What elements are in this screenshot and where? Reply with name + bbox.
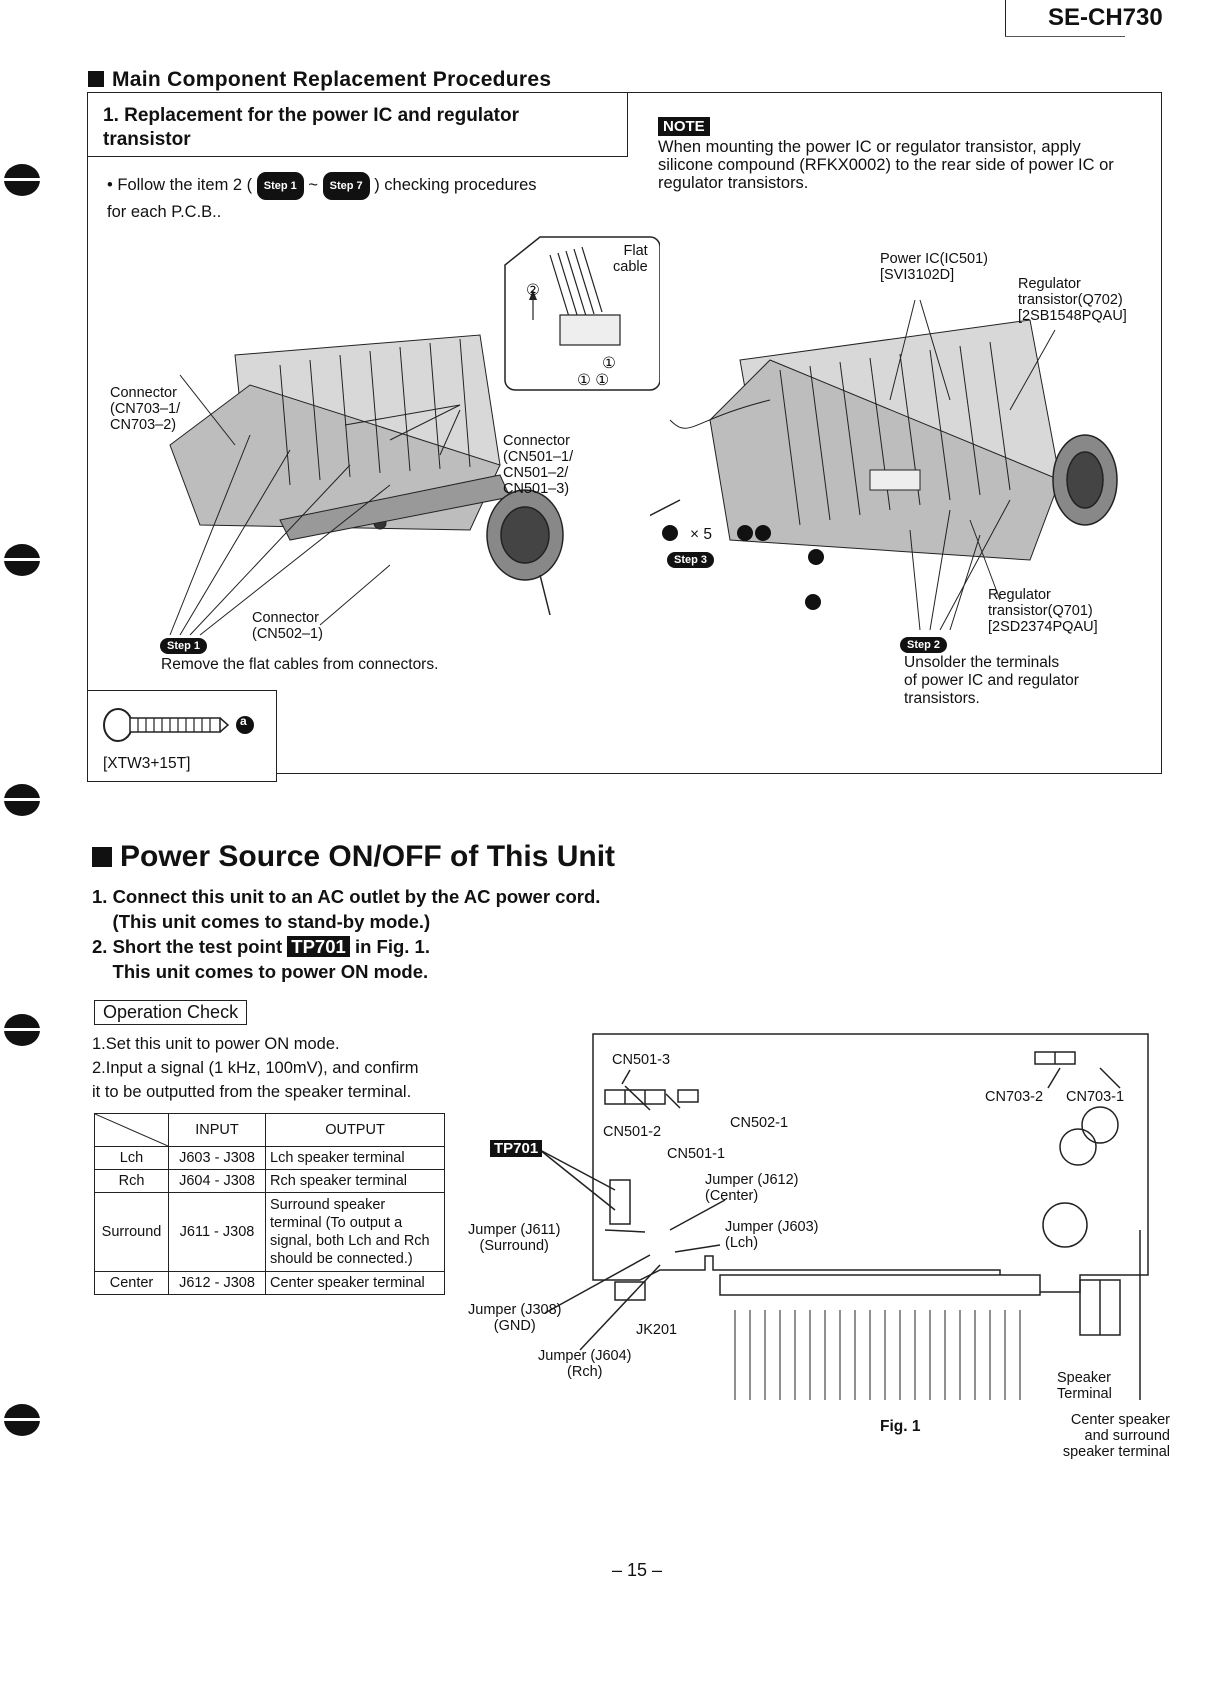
follow-instruction: • Follow the item 2 ( Step 1 ~ Step 7 ) … (107, 172, 627, 224)
step7-badge: Step 7 (322, 172, 370, 200)
table-header: INPUT (168, 1113, 266, 1147)
table-corner (94, 1113, 169, 1147)
table-cell: Surround speaker terminal (To output a s… (265, 1192, 445, 1272)
table-cell: J612 - J308 (168, 1271, 266, 1295)
table-row: Lch J603 - J308 Lch speaker terminal (94, 1146, 445, 1170)
step3-badge: Step 3 (667, 551, 715, 569)
table-cell: Lch (94, 1146, 169, 1170)
header-underline (1005, 36, 1125, 37)
cn703-2-label: CN703-2 (985, 1089, 1044, 1105)
note-badge: NOTE (658, 117, 710, 136)
screw-count-label: × 5 (690, 526, 712, 543)
speaker-terminal-label: Speaker Terminal (1057, 1370, 1112, 1402)
screw-mark: a (240, 714, 247, 728)
step2-badge: Step 2 (900, 636, 948, 654)
procedure-title: 1. Replacement for the power IC and regu… (103, 105, 519, 150)
power-steps: 1. Connect this unit to an AC outlet by … (92, 886, 601, 982)
jumper-j603-label: Jumper (J603) (Lch) (725, 1219, 819, 1251)
connector-cn502-label: Connector (CN502–1) (252, 610, 323, 642)
operation-check-title: Operation Check (94, 1000, 248, 1025)
screw-part-number: [XTW3+15T] (103, 755, 191, 772)
connector-cn501-label: Connector (CN501–1/ CN501–2/ CN501–3) (503, 433, 574, 497)
fig1-board-diagram (539, 1033, 1149, 1400)
circled-1-label: ① (602, 355, 616, 372)
page-number: – 15 – (612, 1560, 663, 1580)
table-cell: Lch speaker terminal (265, 1146, 445, 1170)
table-cell: J604 - J308 (168, 1169, 266, 1193)
section-title-power: Power Source ON/OFF of This Unit (92, 840, 615, 874)
table-cell: Center speaker terminal (265, 1271, 445, 1295)
right-pcb-illustration (650, 300, 1118, 631)
procedure-title-box (87, 92, 628, 157)
table-cell: Rch (94, 1169, 169, 1193)
table-row: Center J612 - J308 Center speaker termin… (94, 1271, 445, 1295)
table-cell: Center (94, 1271, 169, 1295)
circled-2-label: ② (526, 282, 540, 299)
table-cell: J603 - J308 (168, 1146, 266, 1170)
table-header-row: INPUT OUTPUT (94, 1113, 445, 1147)
bullet-square-icon (92, 847, 112, 867)
cn501-3-label: CN501-3 (612, 1052, 671, 1068)
table-row: Surround J611 - J308 Surround speaker te… (94, 1192, 445, 1272)
cn501-1-label: CN501-1 (667, 1146, 726, 1162)
jumper-j308-label: Jumper (J308) (GND) (468, 1302, 562, 1334)
binder-holes (0, 164, 44, 1436)
table-row: Rch J604 - J308 Rch speaker terminal (94, 1169, 445, 1193)
screw-icon (103, 708, 254, 742)
left-pcb-illustration (169, 236, 660, 636)
power-ic-label: Power IC(IC501) [SVI3102D] (880, 251, 988, 283)
io-table: INPUT OUTPUT Lch J603 - J308 Lch speaker… (94, 1113, 445, 1295)
step1-badge: Step 1 (256, 172, 304, 200)
bullet-square-icon (88, 71, 104, 87)
replacement-frame (87, 92, 1162, 774)
step1-remove-badge: Step 1 (160, 637, 208, 655)
jk201-label: JK201 (636, 1322, 678, 1338)
cn703-1-label: CN703-1 (1066, 1089, 1125, 1105)
cn501-2-label: CN501-2 (603, 1124, 662, 1140)
table-cell: Surround (94, 1192, 169, 1272)
regulator-q702-label: Regulator transistor(Q702) [2SB1548PQAU] (1018, 276, 1127, 324)
cn502-1-label: CN502-1 (730, 1115, 789, 1131)
header-divider (1005, 0, 1006, 36)
tp701-fig-badge: TP701 (490, 1140, 543, 1157)
model-number: SE-CH730 (1048, 4, 1163, 31)
note-text: When mounting the power IC or regulator … (658, 138, 1114, 192)
tp701-badge: TP701 (287, 936, 350, 957)
jumper-j611-label: Jumper (J611) (Surround) (468, 1222, 561, 1254)
center-surround-terminal-label: Center speaker and surround speaker term… (1062, 1412, 1170, 1460)
operation-check-steps: 1.Set this unit to power ON mode. 2.Inpu… (92, 1035, 419, 1101)
circled-1-pair-label: ① ① (577, 372, 610, 389)
connector-cn703-label: Connector (CN703–1/ CN703–2) (110, 385, 181, 433)
jumper-j612-label: Jumper (J612) (Center) (705, 1172, 799, 1204)
table-cell: J611 - J308 (168, 1192, 266, 1272)
fig1-caption: Fig. 1 (880, 1418, 921, 1435)
section-title-replacement: Main Component Replacement Procedures (88, 68, 551, 92)
table-cell: Rch speaker terminal (265, 1169, 445, 1193)
flat-cable-label: Flat cable (613, 243, 648, 275)
step2-instruction: Unsolder the terminals of power IC and r… (904, 654, 1079, 707)
table-header: OUTPUT (265, 1113, 445, 1147)
jumper-j604-label: Jumper (J604) (Rch) (538, 1348, 632, 1380)
step1-instruction: Remove the flat cables from connectors. (161, 656, 439, 673)
regulator-q701-label: Regulator transistor(Q701) [2SD2374PQAU] (988, 587, 1098, 635)
